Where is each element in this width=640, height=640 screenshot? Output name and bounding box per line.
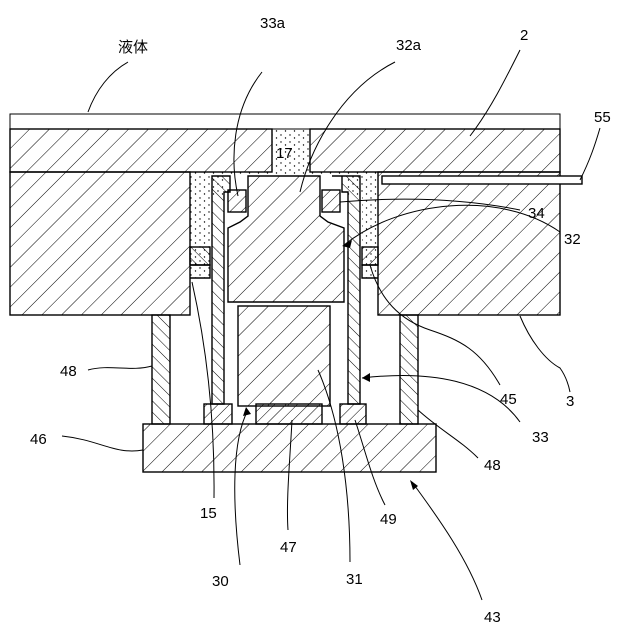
label-15: 15 (200, 505, 217, 522)
leader-48-left (88, 366, 152, 370)
label-45: 45 (500, 391, 517, 408)
seal-15 (190, 247, 210, 265)
label-30: 30 (212, 573, 229, 590)
arrowhead-30 (243, 407, 251, 416)
label-32: 32 (564, 231, 581, 248)
label-31: 31 (346, 571, 363, 588)
liquid-layer (10, 114, 560, 129)
label-48-right: 48 (484, 457, 501, 474)
label-liquid: 液体 (118, 38, 148, 56)
label-43: 43 (484, 609, 501, 626)
label-33: 33 (532, 429, 549, 446)
leader-55 (580, 128, 600, 180)
label-33a: 33a (260, 15, 286, 32)
leader-43 (412, 482, 482, 600)
leader-liquid (88, 62, 128, 112)
leader-3 (520, 316, 570, 392)
label-47: 47 (280, 539, 297, 556)
plate-2-left (10, 129, 272, 172)
foot-49 (340, 404, 366, 424)
foot-30 (204, 404, 232, 424)
arrowhead-33 (362, 373, 370, 382)
body-3-right (378, 172, 560, 315)
body-3-left (10, 172, 190, 315)
actuator-31 (238, 306, 330, 406)
leader-46 (62, 436, 143, 451)
tube-55 (382, 176, 582, 184)
post-48-left (152, 315, 170, 424)
label-17: 17 (276, 145, 293, 162)
label-3: 3 (566, 393, 574, 410)
seal-45 (362, 247, 378, 265)
label-34: 34 (528, 205, 545, 222)
spacer-47 (256, 404, 322, 424)
seal-ring-34 (322, 190, 340, 212)
label-49: 49 (380, 511, 397, 528)
leader-33 (362, 375, 520, 422)
label-46: 46 (30, 431, 47, 448)
post-48-right (400, 315, 418, 424)
label-48-left: 48 (60, 363, 77, 380)
label-55: 55 (594, 109, 611, 126)
label-32a: 32a (396, 37, 422, 54)
leader-2 (470, 50, 520, 136)
label-2: 2 (520, 27, 528, 44)
plate-2-right (310, 129, 560, 172)
